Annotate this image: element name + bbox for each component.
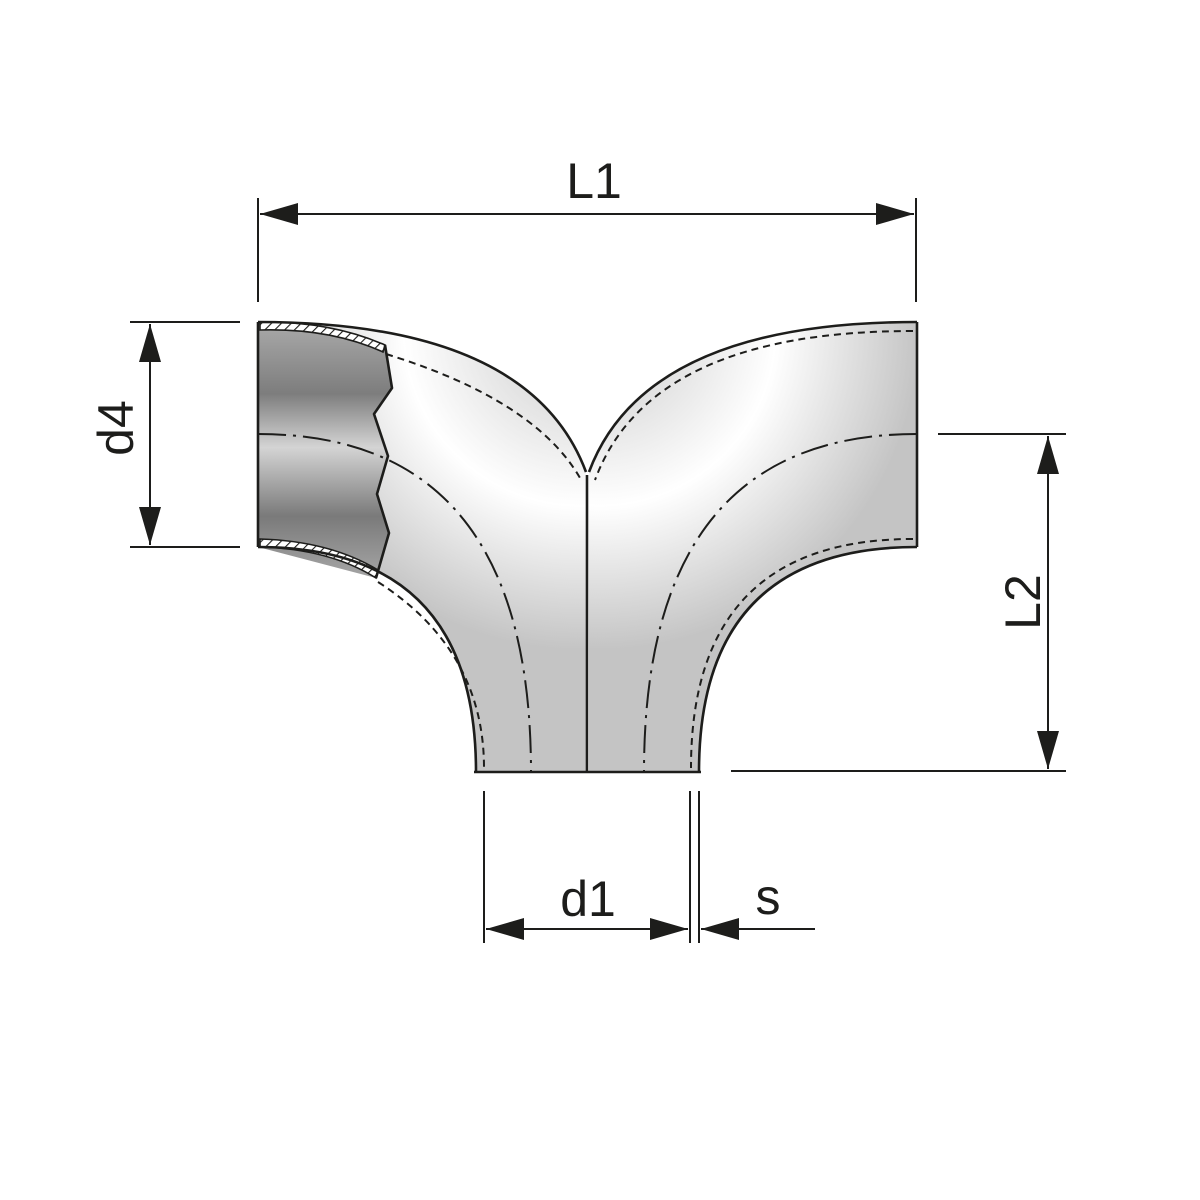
L1-arrow-right xyxy=(876,203,914,225)
dimension-L1: L1 xyxy=(257,153,917,302)
left-elbow-hidden-top xyxy=(385,353,581,479)
left-elbow xyxy=(257,320,588,773)
right-elbow xyxy=(587,320,919,773)
right-elbow-body xyxy=(589,322,917,772)
right-elbow-hidden-top xyxy=(594,330,914,481)
L2-label: L2 xyxy=(995,574,1051,630)
dimension-d1: d1 xyxy=(483,791,691,943)
L2-arrow-top xyxy=(1037,436,1059,474)
d1-arrow-left xyxy=(486,918,524,940)
left-elbow-hidden-bottom xyxy=(377,581,485,769)
d4-arrow-bottom xyxy=(139,507,161,545)
left-elbow-inner-contour xyxy=(257,545,478,773)
d4-arrow-top xyxy=(139,324,161,362)
left-elbow-center-line xyxy=(257,433,532,773)
d1-label: d1 xyxy=(560,871,616,927)
L1-arrow-left xyxy=(260,203,298,225)
dimension-d4: d4 xyxy=(88,321,240,548)
d4-label: d4 xyxy=(88,400,144,456)
dimension-s: s xyxy=(698,791,815,943)
right-elbow-outer-contour xyxy=(587,320,918,473)
s-arrow xyxy=(701,918,739,940)
left-elbow-break-line xyxy=(372,344,394,579)
d1-arrow-right xyxy=(650,918,688,940)
right-elbow-inner-contour xyxy=(697,545,918,773)
right-elbow-hidden-bottom xyxy=(690,538,914,769)
L2-arrow-bottom xyxy=(1037,731,1059,769)
left-elbow-outer-contour xyxy=(257,320,588,473)
right-elbow-center-line xyxy=(643,433,918,773)
s-label: s xyxy=(756,869,781,925)
left-elbow-cutaway xyxy=(258,322,392,578)
dimension-L2: L2 xyxy=(731,433,1066,772)
L1-label: L1 xyxy=(566,153,622,209)
